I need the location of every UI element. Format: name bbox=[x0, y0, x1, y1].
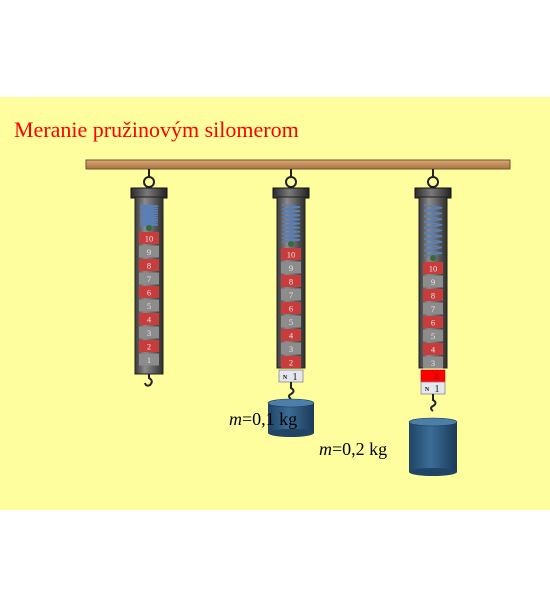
scale-band bbox=[139, 272, 159, 285]
scale-tick-label: 4 bbox=[431, 345, 436, 355]
weight-body bbox=[409, 422, 457, 472]
hanging-hook-icon bbox=[427, 169, 440, 188]
spring-coil bbox=[423, 204, 443, 257]
scale-band bbox=[139, 286, 159, 298]
spring-knob bbox=[288, 241, 294, 247]
scale-band bbox=[281, 342, 301, 355]
scale-tick-label: 9 bbox=[147, 247, 151, 257]
scale-band bbox=[423, 275, 443, 288]
scale-tick-label: 8 bbox=[431, 291, 435, 301]
spring-knob bbox=[430, 255, 436, 261]
scale-band bbox=[423, 329, 443, 342]
scale-band bbox=[423, 316, 443, 328]
scale-band bbox=[281, 275, 301, 287]
mass-symbol: m bbox=[229, 409, 242, 429]
spring-coil bbox=[281, 204, 301, 243]
spring-scale-1: 10 9 8 7 6 5 4 3 2 1 bbox=[130, 169, 168, 387]
indicator-label: 2 bbox=[434, 372, 438, 381]
scale-band bbox=[281, 302, 301, 314]
scale-band bbox=[281, 288, 301, 301]
scale-band bbox=[139, 232, 159, 244]
scale-band bbox=[281, 248, 301, 260]
scale-tick-label: 1 bbox=[147, 355, 151, 365]
pointer-value-label: 1 bbox=[293, 372, 298, 383]
scale-tick-label: 8 bbox=[289, 277, 293, 287]
hanging-hook-icon bbox=[143, 169, 156, 188]
scale-band bbox=[281, 261, 301, 274]
scale-tick-label: 3 bbox=[147, 328, 151, 338]
spring-coil bbox=[139, 204, 159, 227]
scale-tick-label: 8 bbox=[147, 261, 151, 271]
weight-bottom bbox=[409, 468, 457, 476]
scale-band bbox=[423, 343, 443, 355]
scale-band bbox=[139, 340, 159, 352]
scale-tick-label: 7 bbox=[147, 274, 151, 284]
scale-tick-label: 2 bbox=[147, 342, 151, 352]
spring-knob bbox=[146, 225, 152, 231]
bottom-hook-icon bbox=[144, 374, 153, 387]
scale-band bbox=[139, 313, 159, 325]
wooden-beam bbox=[85, 159, 511, 170]
scale-tick-label: 9 bbox=[431, 277, 435, 287]
unit-label: N bbox=[283, 375, 288, 381]
weight-top bbox=[267, 398, 315, 408]
scale-tick-label: 7 bbox=[431, 304, 435, 314]
scale-band bbox=[423, 302, 443, 315]
scale-tick-label: 6 bbox=[147, 288, 151, 298]
scale-band bbox=[139, 353, 159, 366]
scale-tick-label: 5 bbox=[289, 317, 293, 327]
scale-band bbox=[281, 356, 301, 368]
scale-band bbox=[139, 259, 159, 271]
page-title: Meranie pružinovým silomerom bbox=[14, 117, 299, 142]
weight-bottom bbox=[268, 429, 314, 437]
scale-tick-label: 3 bbox=[431, 358, 435, 368]
scale-tick-label: 4 bbox=[147, 315, 152, 325]
scale-band bbox=[139, 299, 159, 312]
unit-label: N bbox=[425, 387, 430, 393]
indicator-extension bbox=[420, 369, 446, 383]
hanging-hook-icon bbox=[285, 169, 298, 188]
scale-tick-label: 4 bbox=[289, 331, 294, 341]
scale-tick-label: 6 bbox=[431, 318, 435, 328]
scale-band bbox=[281, 315, 301, 328]
scale-band bbox=[423, 356, 443, 369]
scale-tick-label: 6 bbox=[289, 304, 293, 314]
scale-tick-label: 10 bbox=[429, 264, 438, 274]
weight-top bbox=[408, 417, 458, 427]
scale-tick-label: 2 bbox=[289, 358, 293, 368]
weight-label-2: m=0,2 kg bbox=[319, 438, 387, 460]
weight-label-1: m=0,1 kg bbox=[229, 408, 297, 430]
scale-tick-label: 10 bbox=[145, 234, 154, 244]
scale-band bbox=[139, 245, 159, 258]
pointer-value-label: 1 bbox=[435, 384, 440, 395]
scale-band bbox=[139, 326, 159, 339]
scale-tick-label: 10 bbox=[287, 250, 296, 260]
bottom-hook-icon bbox=[430, 394, 437, 412]
scale-tick-label: 3 bbox=[289, 344, 293, 354]
weight-body bbox=[268, 403, 314, 433]
scale-tick-label: 9 bbox=[289, 263, 293, 273]
mass-value: =0,1 kg bbox=[242, 409, 298, 429]
weight-2 bbox=[408, 417, 458, 476]
scale-tick-label: 7 bbox=[289, 290, 293, 300]
weight-1 bbox=[267, 398, 315, 437]
scale-band bbox=[281, 329, 301, 341]
bottom-hook-icon bbox=[288, 382, 295, 400]
scale-tick-label: 5 bbox=[147, 301, 151, 311]
scale-tick-label: 5 bbox=[431, 331, 435, 341]
scale-band bbox=[423, 289, 443, 301]
mass-value: =0,2 kg bbox=[332, 439, 388, 459]
mass-symbol: m bbox=[319, 439, 332, 459]
scale-band bbox=[423, 262, 443, 274]
